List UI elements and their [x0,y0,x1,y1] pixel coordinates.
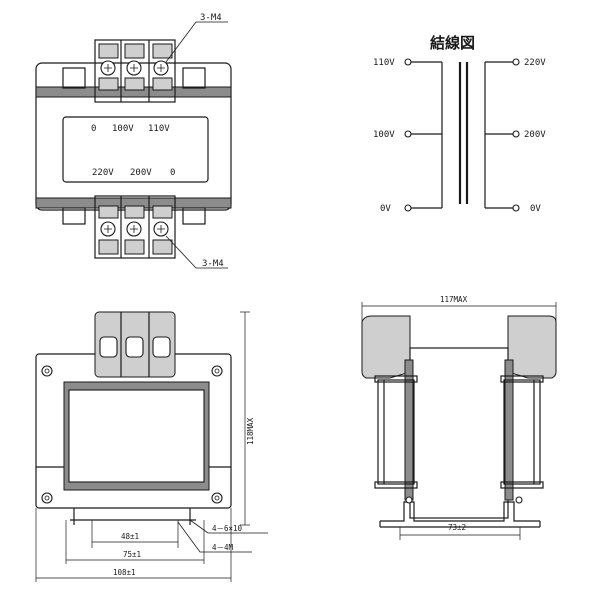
terminal-icon [512,130,520,138]
coil-face [68,389,205,483]
primary-tap-110v: 110V [373,58,395,68]
terminal-cover-left [361,315,411,379]
secondary-tap-0v: 0V [530,204,541,214]
terminal-block-top [94,39,176,103]
primary-tap-100v: 100V [373,130,395,140]
mount-hole-icon [211,365,223,377]
mount-pitch-label: 73±2 [448,523,466,532]
secondary-tap-220v: 220V [524,58,546,68]
top-view: 3-M4 3-M4 0 100V 110V 220V 200V 0 [35,13,232,269]
bolt-icon [515,496,523,504]
primary-label-100: 100V [112,124,134,134]
coil-left [377,379,415,485]
leader-line-bottom [165,235,228,269]
leader-mount-hole [189,519,268,534]
width-label: 117MAX [440,295,468,304]
mount-hole-icon [41,492,53,504]
terminal-cover-right [507,315,557,379]
secondary-label-0: 0 [170,168,175,178]
wiring-diagram: 結線図 110V 100V 0V 220V 200V 0V [373,34,546,214]
dim-outer: 108±1 [113,568,136,577]
terminal-icon [404,130,412,138]
core-stack [409,347,509,519]
secondary-tap-200v: 200V [524,130,546,140]
dim-inner: 48±1 [121,532,139,541]
dim-mid: 75±1 [123,550,141,559]
terminal-icon [512,204,520,212]
terminal-icon [404,58,412,66]
leader-screw [177,521,252,553]
terminal-icon [512,58,520,66]
mount-hole-icon [41,365,53,377]
leader-line-top [165,21,228,63]
right-tab-top [182,67,206,89]
mount-hole-icon [211,492,223,504]
right-tab-bottom [182,207,206,225]
primary-tap-0v: 0V [380,204,391,214]
height-label: 118MAX [246,417,255,445]
terminal-icon [404,204,412,212]
secondary-label-200: 200V [130,168,152,178]
primary-label-0: 0 [91,124,96,134]
terminal-block-bottom [94,195,176,259]
front-view: 118MAX 48±1 75±1 108±1 4－6×10 4－4M [35,311,268,582]
coil-right [503,379,541,485]
mount-hole-label: 4－6×10 [212,524,243,533]
screw-label: 4－4M [212,543,234,552]
side-view: 117MAX 73±2 [361,295,557,540]
primary-label-110: 110V [148,124,170,134]
terminal-callout-top: 3-M4 [200,13,222,23]
wiring-title: 結線図 [430,34,475,52]
base-bracket [380,501,540,522]
left-tab-bottom [62,207,86,225]
terminal-callout-bottom: 3-M4 [202,259,224,269]
terminal-block-front [94,311,176,378]
secondary-label-220: 220V [92,168,114,178]
nameplate-window [62,116,209,183]
bolt-icon [405,496,413,504]
left-tab-top [62,67,86,89]
